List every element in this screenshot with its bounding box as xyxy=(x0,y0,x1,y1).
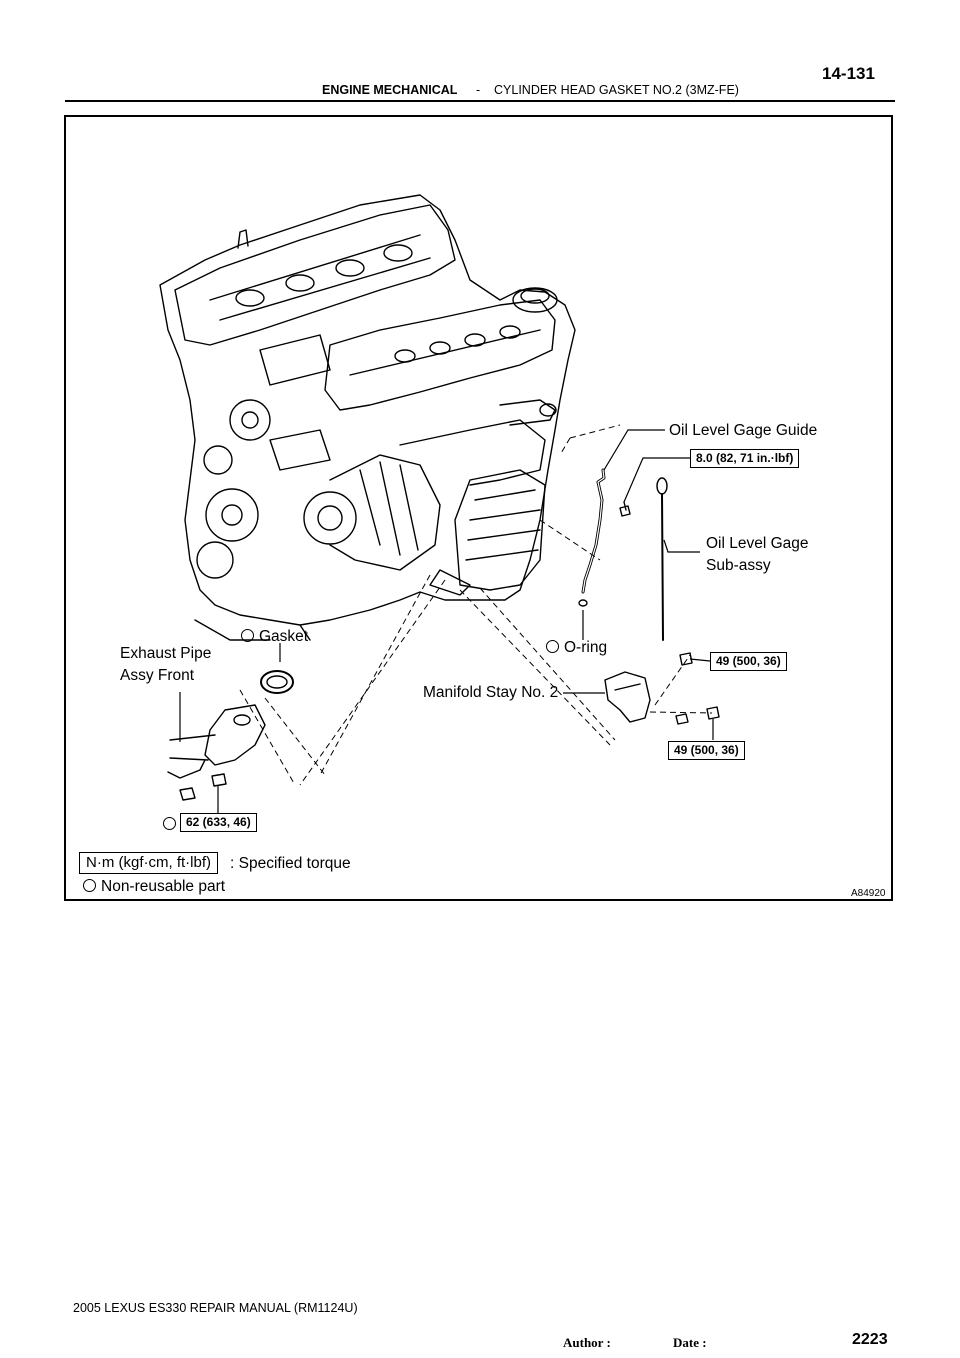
oil-filler-cap xyxy=(512,287,558,313)
nonreusable-icon xyxy=(163,817,176,830)
oil-level-gage-guide xyxy=(581,468,606,594)
label-gasket: Gasket xyxy=(241,626,308,648)
gasket-text: Gasket xyxy=(259,628,309,645)
o-ring xyxy=(578,599,588,607)
label-exhaust-pipe-l2: Assy Front xyxy=(120,667,195,684)
oil-pan xyxy=(399,419,546,486)
figure-frame xyxy=(64,115,893,901)
leader-gage-guide xyxy=(603,429,665,471)
engine-block-outline xyxy=(159,194,576,626)
oil-level-gage-ring xyxy=(656,477,668,495)
exhaust-pipe-flange xyxy=(204,704,266,766)
subsection-title: CYLINDER HEAD GASKET NO.2 (3MZ-FE) xyxy=(494,83,739,97)
oil-filter xyxy=(454,469,546,591)
alternator-pulley xyxy=(303,491,357,545)
page-number: 14-131 xyxy=(822,64,875,83)
alternator xyxy=(329,454,441,571)
label-manifold-stay: Manifold Stay No. 2 xyxy=(423,684,559,701)
legend-nonreusable-text: Non-reusable part xyxy=(101,878,226,895)
oil-level-gage xyxy=(661,493,664,641)
header-rule xyxy=(65,100,895,102)
manual-title: 2005 LEXUS ES330 REPAIR MANUAL (RM1124U) xyxy=(73,1301,358,1315)
rear-head-cover xyxy=(174,204,456,346)
label-oil-level-gage-guide: Oil Level Gage Guide xyxy=(669,422,818,439)
nonreusable-icon xyxy=(83,879,96,892)
nonreusable-icon xyxy=(241,629,254,642)
torque-exhaust-nut: 62 (633, 46) xyxy=(180,813,257,832)
legend-unit-box: N·m (kgf·cm, ft·lbf) xyxy=(79,852,218,874)
leader-guide-bolt xyxy=(623,457,690,503)
exhaust-nut-nonreusable xyxy=(163,816,181,834)
label-o-ring: O-ring xyxy=(546,637,607,659)
leader-gage xyxy=(663,539,700,553)
o-ring-text: O-ring xyxy=(564,639,608,656)
guide-bolt xyxy=(619,501,631,517)
front-head-cover xyxy=(324,299,556,411)
torque-stay-bolt: 49 (500, 36) xyxy=(668,741,745,760)
date-label: Date : xyxy=(673,1335,707,1350)
exhaust-gasket xyxy=(260,670,294,694)
manual-page-number: 2223 xyxy=(852,1331,888,1348)
figure-code: A84920 xyxy=(851,888,886,899)
label-exhaust-pipe-l1: Exhaust Pipe xyxy=(120,645,212,662)
header-separator: - xyxy=(476,83,481,97)
author-label: Author : xyxy=(563,1335,611,1350)
manifold-stay xyxy=(604,671,651,723)
torque-guide-bolt: 8.0 (82, 71 in.·lbf) xyxy=(690,449,800,468)
legend-unit-desc: : Specified torque xyxy=(230,855,351,872)
torque-stay-nut: 49 (500, 36) xyxy=(710,652,787,671)
legend-nonreusable: Non-reusable part xyxy=(83,876,225,898)
label-oil-level-gage-l1: Oil Level Gage xyxy=(706,535,809,552)
section-title: ENGINE MECHANICAL xyxy=(322,83,458,97)
nonreusable-icon xyxy=(546,640,559,653)
label-oil-level-gage-l2: Sub-assy xyxy=(706,557,771,574)
leader-stay-nut xyxy=(689,658,711,662)
